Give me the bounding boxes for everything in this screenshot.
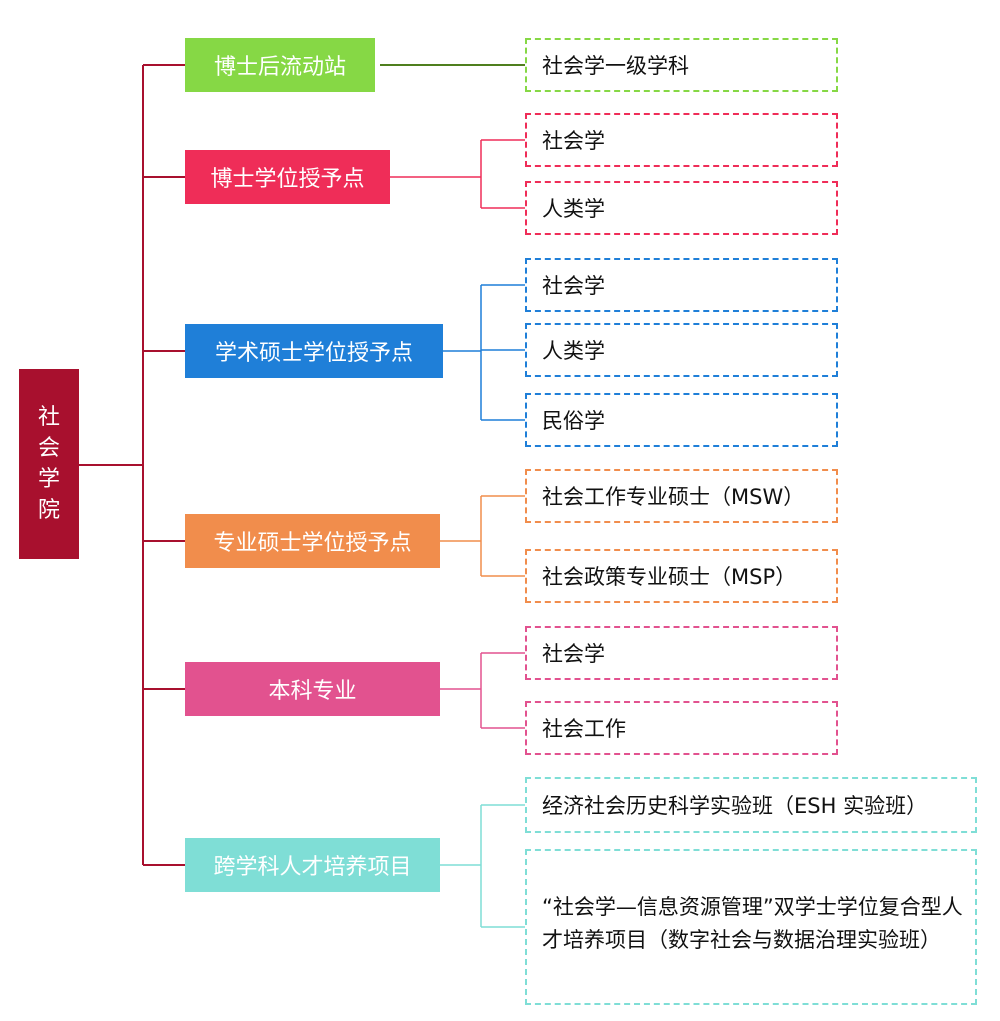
- category-interdisciplinary-program: 跨学科人才培养项目: [185, 838, 440, 892]
- leaf-interdisciplinary-program-0: 经济社会历史科学实验班（ESH 实验班）: [525, 777, 977, 833]
- leaf-academic-master-0: 社会学: [525, 258, 838, 312]
- category-postdoc-station: 博士后流动站: [185, 38, 375, 92]
- leaf-undergraduate-major-1: 社会工作: [525, 701, 838, 755]
- leaf-professional-master-1: 社会政策专业硕士（MSP）: [525, 549, 838, 603]
- category-academic-master: 学术硕士学位授予点: [185, 324, 443, 378]
- leaf-professional-master-0: 社会工作专业硕士（MSW）: [525, 469, 838, 523]
- leaf-postdoc-station-0: 社会学一级学科: [525, 38, 838, 92]
- leaf-doctoral-degree-0: 社会学: [525, 113, 838, 167]
- root-label: 社会学院: [37, 405, 60, 523]
- leaf-academic-master-2: 民俗学: [525, 393, 838, 447]
- category-undergraduate-major: 本科专业: [185, 662, 440, 716]
- leaf-doctoral-degree-1: 人类学: [525, 181, 838, 235]
- root-node-school-of-sociology: 社会学院: [19, 369, 79, 559]
- leaf-interdisciplinary-program-1: “社会学—信息资源管理”双学士学位复合型人才培养项目（数字社会与数据治理实验班）: [525, 849, 977, 1005]
- leaf-undergraduate-major-0: 社会学: [525, 626, 838, 680]
- category-doctoral-degree: 博士学位授予点: [185, 150, 390, 204]
- leaf-academic-master-1: 人类学: [525, 323, 838, 377]
- category-professional-master: 专业硕士学位授予点: [185, 514, 440, 568]
